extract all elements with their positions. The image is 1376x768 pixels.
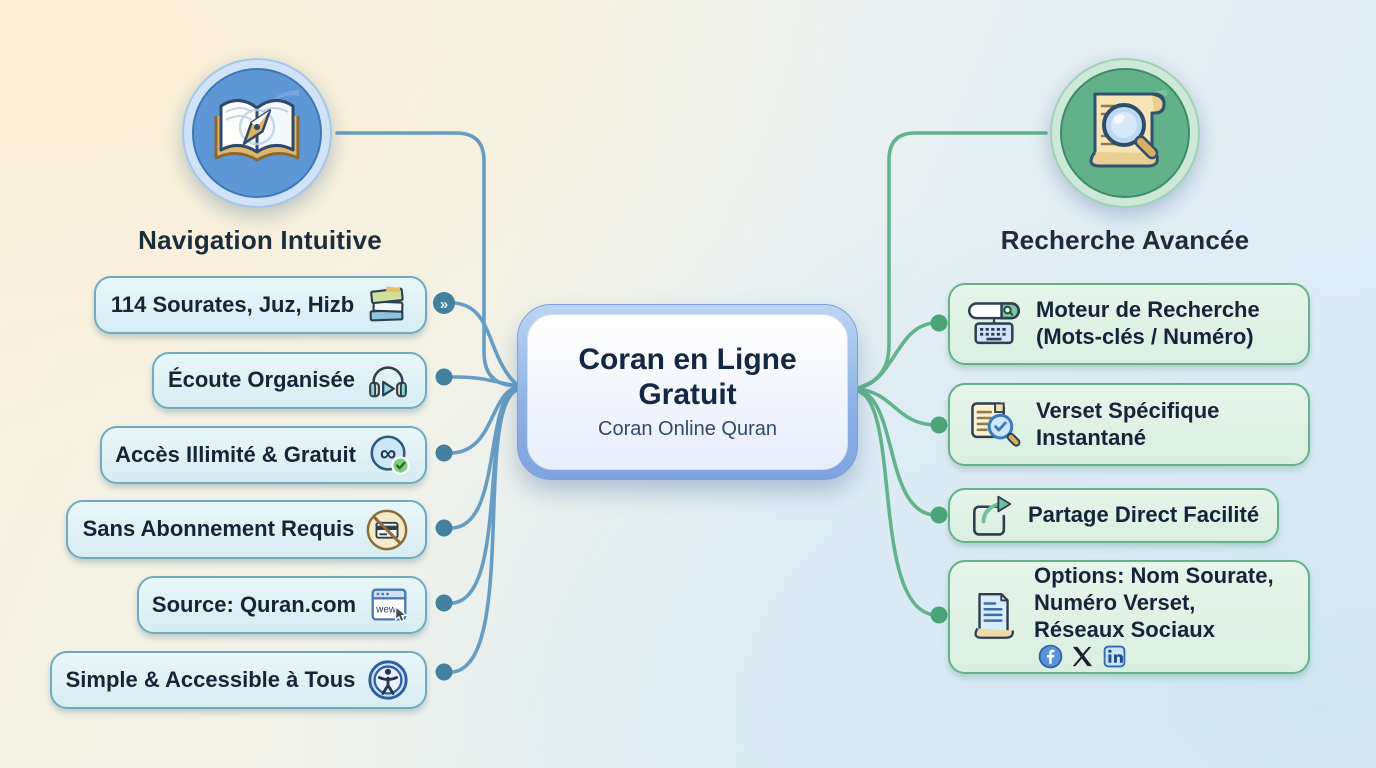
center-subtitle: Coran Online Quran	[598, 418, 777, 440]
linkedin-icon	[1103, 645, 1126, 668]
search-bar-keyboard-icon	[966, 298, 1022, 350]
x-icon	[1072, 646, 1093, 666]
right-item-label-text: Options: Nom Sourate, Numéro Verset, Rés…	[1034, 563, 1274, 642]
note-magnifier-check-icon	[966, 397, 1022, 453]
right-item-label: Verset Spécifique Instantané	[1036, 397, 1220, 450]
infinity-check-icon: ∞	[366, 432, 412, 478]
left-item-label: Sans Abonnement Requis	[82, 516, 355, 542]
left-item-acces: Accès Illimité & Gratuit ∞	[100, 426, 427, 484]
svg-text:wew: wew	[375, 605, 397, 616]
browser-window-icon: wew	[366, 582, 412, 628]
left-item-label: 114 Sourates, Juz, Hizb	[110, 291, 355, 317]
right-item-label: Options: Nom Sourate, Numéro Verset, Rés…	[1034, 563, 1292, 670]
right-branch-title: Recherche Avancée	[1000, 225, 1250, 255]
facebook-icon	[1038, 644, 1063, 669]
left-branch-title: Navigation Intuitive	[138, 225, 382, 255]
right-item-label: Moteur de Recherche (Mots-clés / Numéro)	[1036, 297, 1260, 349]
headphones-play-icon	[365, 358, 411, 404]
right-item-options: Options: Nom Sourate, Numéro Verset, Rés…	[948, 560, 1310, 674]
right-item-label: Partage Direct Facilité	[1028, 502, 1260, 528]
open-book-compass-icon	[180, 56, 334, 210]
svg-text:»: »	[440, 296, 448, 313]
left-item-simple: Simple & Accessible à Tous	[50, 651, 427, 709]
share-arrow-icon	[966, 492, 1014, 540]
left-connector-dots	[435, 368, 453, 681]
left-item-label: Source: Quran.com	[151, 591, 357, 617]
left-item-ecoute: Écoute Organisée	[152, 352, 427, 409]
no-credit-card-icon	[364, 507, 410, 553]
left-item-label: Écoute Organisée	[167, 367, 356, 393]
scroll-magnifier-icon	[1048, 56, 1202, 210]
left-item-source: Source: Quran.com wew	[137, 576, 427, 634]
scroll-document-icon	[966, 589, 1020, 645]
left-item-label: Accès Illimité & Gratuit	[115, 441, 356, 467]
right-item-partage: Partage Direct Facilité	[948, 488, 1279, 543]
stacked-books-icon	[364, 282, 410, 328]
left-item-sourates: 114 Sourates, Juz, Hizb	[94, 276, 427, 334]
center-title: Coran en Ligne Gratuit	[578, 343, 797, 411]
social-icons-row	[1038, 644, 1127, 669]
accessibility-icon	[365, 657, 411, 703]
right-item-verset: Verset Spécifique Instantané	[948, 383, 1310, 466]
left-item-label: Simple & Accessible à Tous	[65, 666, 356, 692]
svg-text:∞: ∞	[380, 440, 396, 466]
right-item-moteur: Moteur de Recherche (Mots-clés / Numéro)	[948, 283, 1310, 365]
chevron-badge-icon: »	[433, 292, 455, 314]
right-connector-dots	[930, 314, 948, 624]
left-item-abonnement: Sans Abonnement Requis	[66, 500, 427, 559]
center-topic: Coran en Ligne Gratuit Coran Online Qura…	[517, 304, 858, 480]
